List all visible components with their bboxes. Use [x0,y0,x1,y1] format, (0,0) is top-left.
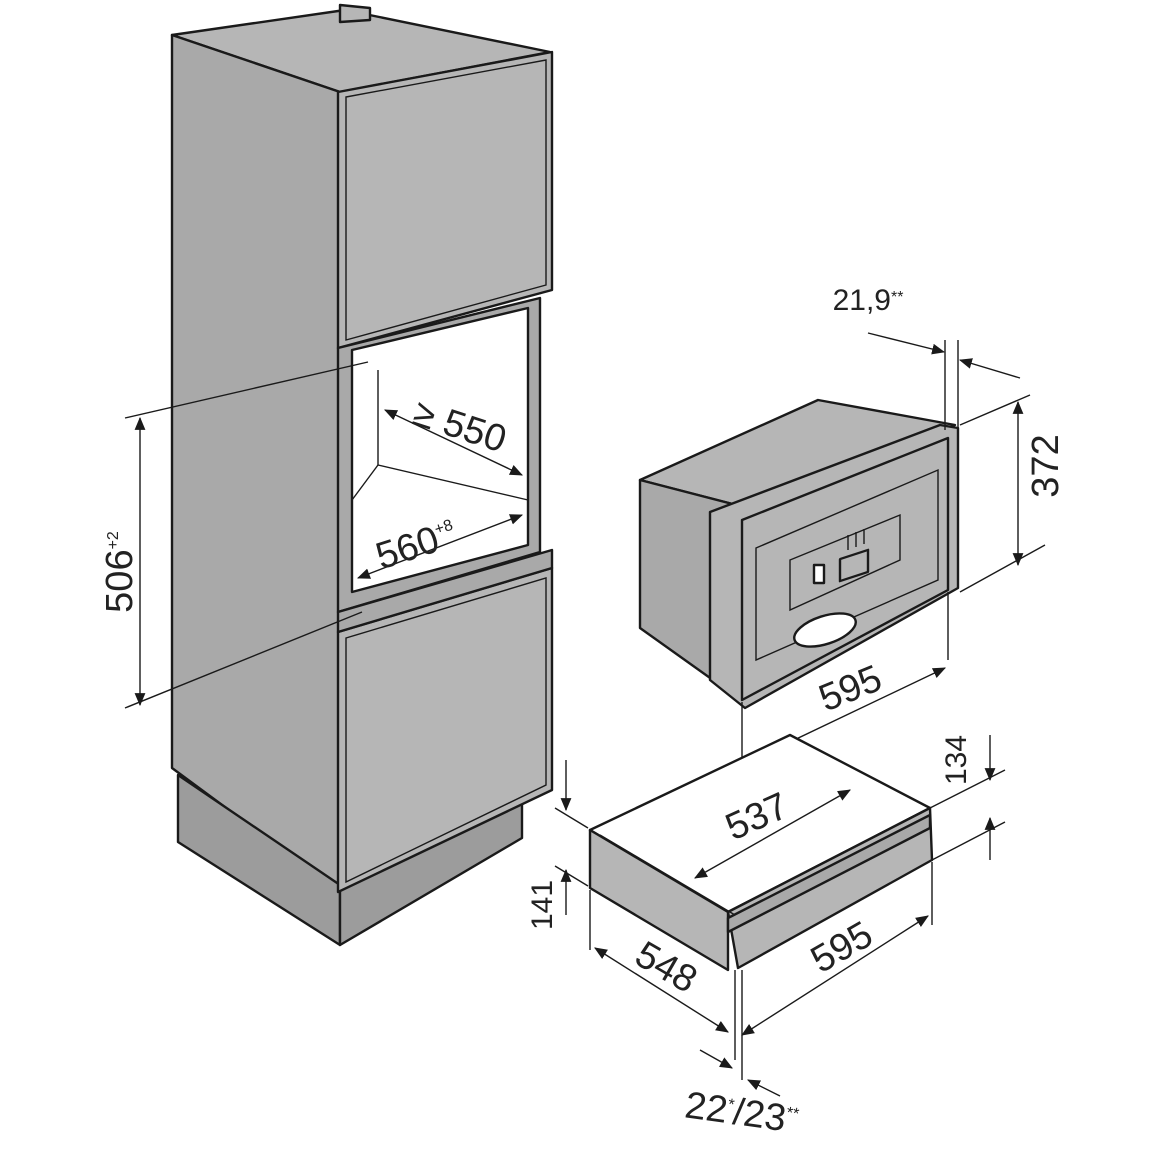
dim-drawer-front-height: 134 [929,735,1006,861]
dim-machine-gap: 21,9** [833,284,1021,430]
extension-line [124,611,363,709]
dimension-arrow [741,915,929,1036]
dimension-arrow [694,789,851,879]
lower-door-edge [345,577,547,884]
dimension-arrow [356,514,524,579]
extension-line [554,865,589,887]
niche-height-label: 506+2 [99,531,141,613]
dimension-arrow [958,358,1021,379]
machine-gap-label: 21,9** [833,284,904,317]
dimension-arrow [384,409,523,476]
niche-floor-edge [351,464,379,501]
extension-line [124,361,369,419]
front-offset-label: 22*/23** [682,1084,801,1141]
machine-height-label: 372 [1025,434,1067,497]
dim-drawer-height: 141 [526,760,589,930]
coffee-machine [638,398,960,710]
upper-door [336,50,554,350]
machine-button [812,563,826,585]
dim-niche-height: 506+2 [99,361,369,709]
extension-line [959,394,1031,426]
dimension-arrow [747,1079,781,1097]
drawer-front-height-label: 134 [940,735,973,785]
dimension-arrow [594,947,729,1033]
tall-cabinet [170,3,554,947]
machine-drip-tray [793,612,857,648]
drawer-edge-line [599,834,736,916]
dimension-arrow [867,332,946,355]
machine-control-area [755,468,939,662]
machine-width-label: 595 [813,658,888,721]
dimension-arrow [699,1049,733,1069]
extension-line [554,807,589,829]
machine-spout [838,548,870,583]
dim-machine-height: 372 [959,394,1067,593]
upper-door-edge [345,59,547,341]
drawer-height-label: 141 [526,880,559,930]
cabinet-side [170,33,342,894]
dim-front-offset: 22*/23** [682,970,801,1141]
warming-drawer [588,733,934,972]
extension-line [931,821,1006,861]
extension-line [959,544,1046,593]
cabinet-top-notch [338,3,372,24]
